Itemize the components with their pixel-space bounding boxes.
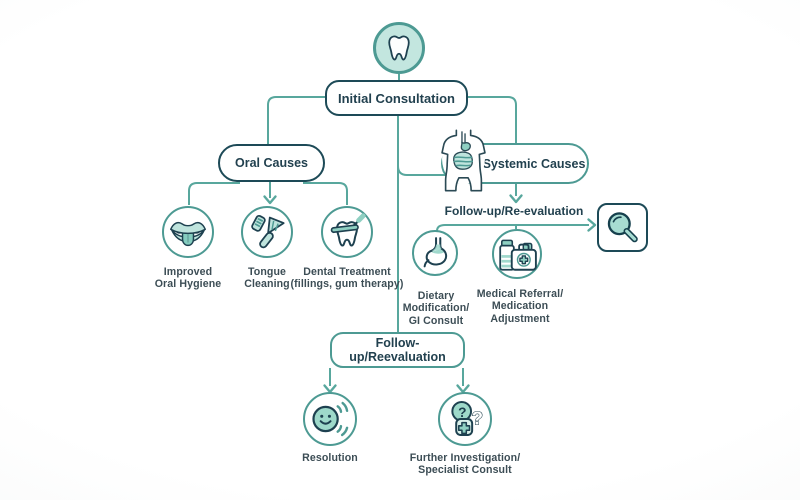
- dietary-modification-node: [412, 230, 458, 276]
- tongue-cleaner-icon: [251, 214, 285, 249]
- tooth-icon: [388, 35, 410, 61]
- tongue-cleaning-node: [241, 206, 293, 258]
- node-label: Follow-up/Reevaluation: [349, 336, 446, 364]
- tooth-root-node: [373, 22, 425, 74]
- caption-dietary-modification: Dietary Modification/ GI Consult: [402, 290, 470, 327]
- node-initial-consultation: Initial Consultation: [325, 80, 468, 116]
- dental-treatment-node: [321, 206, 373, 258]
- node-label: Initial Consultation: [338, 90, 455, 106]
- node-label: Oral Causes: [235, 156, 308, 170]
- dental-treatment-icon: [330, 213, 366, 247]
- caption-improved-oral-hygiene: Improved Oral Hygiene: [154, 266, 222, 291]
- medical-referral-node: [492, 229, 542, 279]
- question-plus-icon: ? ?: [451, 400, 484, 436]
- mouth-tongue-icon: [170, 221, 206, 246]
- reevaluation-target: [597, 203, 648, 252]
- improved-oral-hygiene-node: [162, 206, 214, 258]
- smiley-icon: [312, 401, 349, 437]
- caption-resolution: Resolution: [302, 452, 358, 464]
- caption-further-investigation: Further Investigation/ Specialist Consul…: [409, 452, 521, 477]
- digestive-torso-icon: [440, 129, 487, 193]
- svg-text:?: ?: [472, 408, 483, 429]
- further-investigation-node: ? ?: [438, 392, 492, 446]
- stomach-icon: [423, 237, 448, 268]
- caption-tongue-cleaning: Tongue Cleaning: [244, 266, 290, 291]
- resolution-node: [303, 392, 357, 446]
- node-label: Systemic Causes: [482, 156, 586, 171]
- followup-reevaluation-label: Follow-up/Re-evaluation: [444, 204, 584, 218]
- svg-text:?: ?: [458, 405, 466, 420]
- medical-kit-icon: [499, 239, 537, 271]
- node-oral-causes: Oral Causes: [218, 144, 325, 182]
- magnifier-icon: [607, 211, 638, 242]
- node-followup-reevaluation: Follow-up/Reevaluation: [330, 332, 465, 368]
- caption-dental-treatment: Dental Treatment (fillings, gum therapy): [290, 266, 404, 291]
- caption-medical-referral: Medical Referral/ Medication Adjustment: [476, 288, 564, 325]
